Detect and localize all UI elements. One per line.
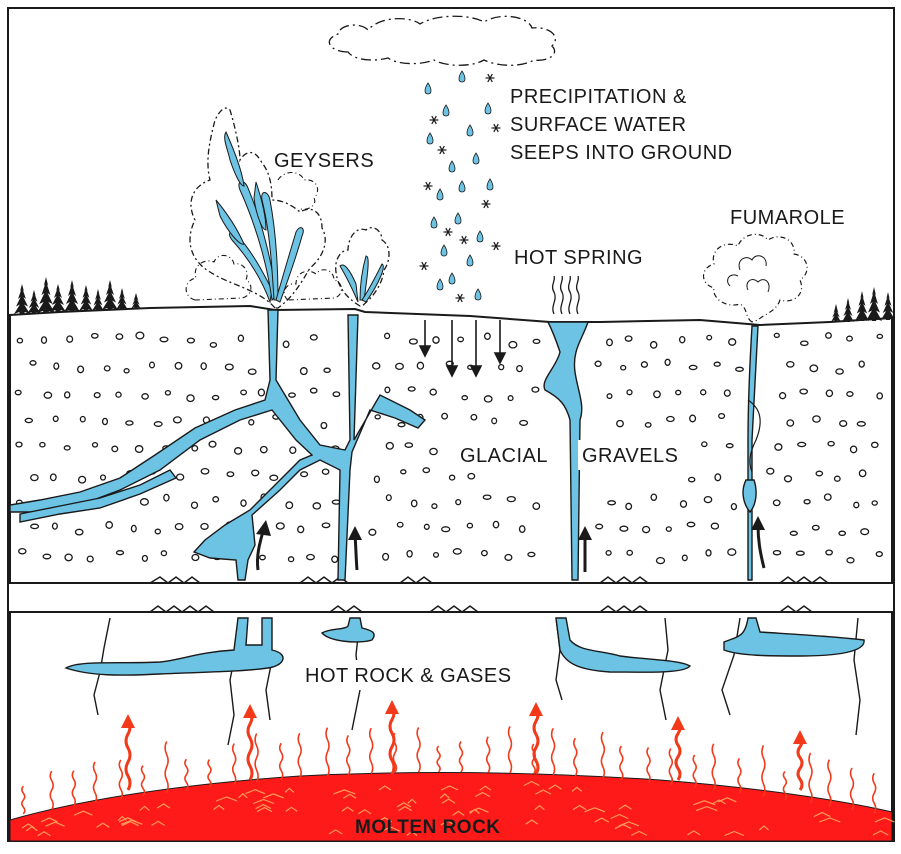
precipitation-label-line2: SURFACE WATER [510,114,687,136]
raindrop-icon [449,273,455,284]
hot-spring-label: HOT SPRING [514,247,643,269]
fumarole-steam-puffs [728,256,770,292]
fumarole-label: FUMAROLE [730,207,845,229]
precipitation-label-line1: PRECIPITATION & [510,86,687,108]
raindrop-icon [455,213,461,224]
raindrop-icon [475,289,481,300]
raindrop-icon [425,83,431,94]
pine-tree-icon [50,284,66,312]
snowflake-icon [438,146,447,154]
pine-tree-icon [855,291,869,321]
pine-tree-icon [831,304,841,322]
raindrop-icon [459,181,465,192]
snowflake-icon [482,200,491,208]
geyser-plume-large [190,108,325,308]
fumarole-steam-cloud [704,234,808,322]
pine-tree-icon [881,292,895,320]
snowflake-icon [492,124,501,132]
pine-tree-icon [64,280,80,312]
flow-arrow-icon [355,535,357,570]
raindrop-icon [477,231,483,242]
gravels-label: GRAVELS [582,445,679,467]
pine-tree-icon [79,285,93,311]
raindrop-icon [437,189,443,200]
pine-tree-icon [866,287,882,321]
raindrop-icon [467,125,473,136]
raindrop-icon [437,279,443,290]
steam-icon [553,276,580,314]
snowflake-icon [444,228,453,236]
raindrop-icon [431,217,437,228]
snowflake-icon [492,242,501,250]
raindrop-icon [467,255,473,266]
raindrop-icon [427,133,433,144]
raindrop-icon [473,153,479,164]
pine-tree-icon [37,277,55,313]
raindrop-icon [459,71,465,82]
hot-rock-label: HOT ROCK & GASES [305,665,512,687]
snowflake-icon [460,236,469,244]
precipitation [420,71,501,302]
pine-tree-icon [131,293,141,309]
snowflake-icon [430,116,439,124]
pine-tree-icon [842,298,854,322]
glacial-label: GLACIAL [460,445,548,467]
geysers-label: GEYSERS [274,150,374,172]
molten-rock-label: MOLTEN ROCK [355,817,501,838]
pine-tree-icon [92,289,104,311]
snowflake-icon [456,294,465,302]
cloud-icon [329,16,555,65]
snowflake-icon [424,182,433,190]
raindrop-icon [485,103,491,114]
snowflake-icon [486,74,495,82]
snowflake-icon [420,262,429,270]
raindrop-icon [449,161,455,172]
geyser-plume-small [336,228,389,306]
pine-tree-icon [102,280,118,310]
pine-tree-icon [116,288,128,310]
pine-tree-icon [14,284,30,314]
precipitation-label-line3: SEEPS INTO GROUND [510,142,733,164]
raindrop-icon [487,179,493,190]
raindrop-icon [441,245,447,256]
raindrop-icon [443,105,449,116]
